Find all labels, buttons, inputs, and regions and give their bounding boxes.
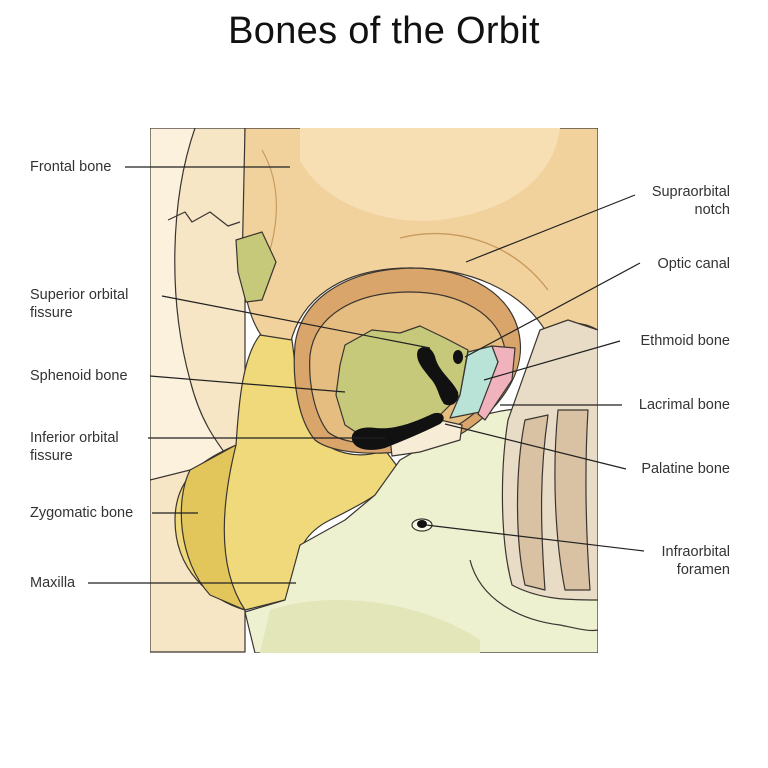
leader-ethmoid bbox=[483, 340, 621, 381]
label-infraorbital-foramen-line2: foramen bbox=[676, 562, 730, 578]
label-inferior-orbital-fissure-line1: Inferior orbital bbox=[30, 430, 119, 446]
zygomatic-shadow bbox=[180, 444, 246, 611]
nose-outline bbox=[469, 559, 598, 632]
label-supraorbital-notch-line2: notch bbox=[694, 202, 730, 218]
infraorbital-foramen-hole bbox=[417, 520, 427, 528]
label-superior-orbital-fissure-line2: fissure bbox=[30, 305, 73, 321]
label-superior-orbital-fissure-line1: Superior orbital bbox=[30, 287, 129, 303]
diagram-title: Bones of the Orbit bbox=[228, 10, 540, 52]
optic-canal-shape bbox=[453, 350, 463, 364]
label-palatine-bone: Palatine bone bbox=[641, 461, 730, 477]
frontal-brow bbox=[399, 232, 549, 291]
suture-side bbox=[167, 211, 241, 227]
label-sphenoid-bone: Sphenoid bone bbox=[30, 368, 128, 384]
sphenoid-greater-wing bbox=[235, 231, 277, 303]
leader-optic bbox=[464, 262, 641, 358]
skull-edge bbox=[150, 128, 231, 481]
lacrimal-shape bbox=[477, 345, 516, 421]
label-supraorbital-notch: Supraorbital notch bbox=[652, 183, 730, 219]
nasal-turbinate-1 bbox=[516, 414, 549, 591]
frontal-highlight bbox=[300, 128, 560, 221]
label-inferior-orbital-fissure-line2: fissure bbox=[30, 448, 73, 464]
inferior-fissure-shape bbox=[351, 412, 444, 450]
label-infraorbital-foramen-line1: Infraorbital bbox=[661, 544, 730, 560]
nasal-turbinate-2 bbox=[554, 409, 591, 591]
label-ethmoid-bone: Ethmoid bone bbox=[640, 333, 730, 349]
label-maxilla: Maxilla bbox=[30, 575, 76, 591]
leader-sphenoid bbox=[149, 375, 346, 393]
leader-superior-fissure bbox=[161, 295, 431, 349]
label-inferior-orbital-fissure: Inferior orbital fissure bbox=[30, 429, 119, 465]
label-superior-orbital-fissure: Superior orbital fissure bbox=[30, 286, 128, 322]
label-infraorbital-foramen: Infraorbital foramen bbox=[661, 543, 730, 579]
label-zygomatic-bone: Zygomatic bone bbox=[30, 505, 134, 521]
leader-supraorbital bbox=[465, 194, 636, 263]
label-lacrimal-bone: Lacrimal bone bbox=[638, 397, 730, 413]
leader-palatine bbox=[444, 423, 627, 470]
superior-fissure-shape bbox=[417, 346, 459, 406]
leader-infraorbital bbox=[425, 524, 645, 552]
label-frontal-bone: Frontal bone bbox=[30, 159, 112, 175]
label-optic-canal: Optic canal bbox=[657, 256, 730, 272]
maxilla-lower-fold bbox=[260, 600, 480, 653]
label-supraorbital-notch-line1: Supraorbital bbox=[651, 184, 730, 200]
